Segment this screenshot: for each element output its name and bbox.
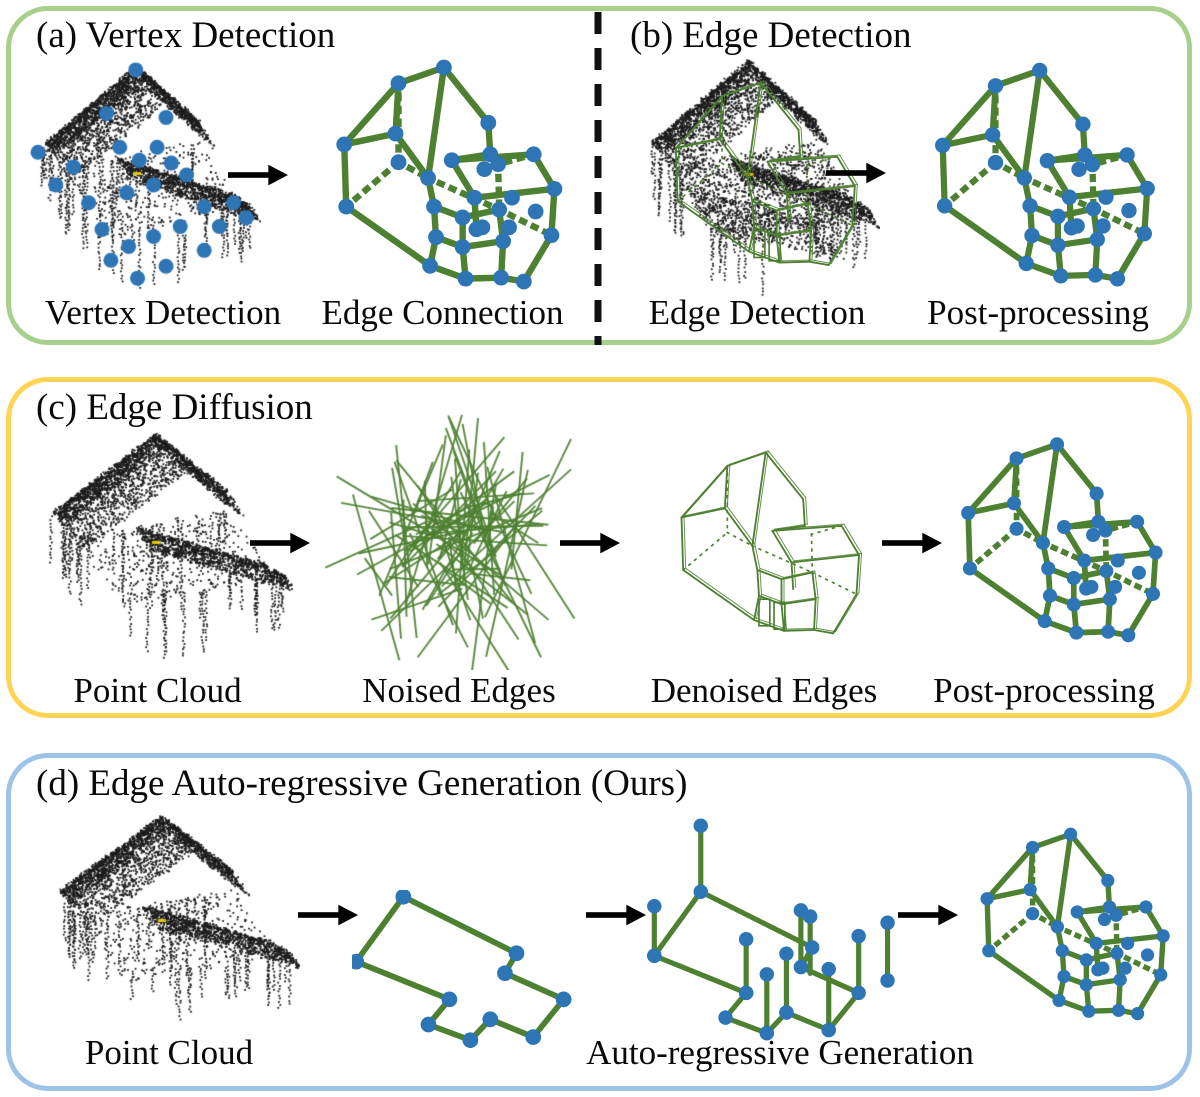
panel-d-title: (d) Edge Auto-regressive Generation (Our…	[36, 763, 688, 804]
caption-post-processing: Post-processing	[927, 293, 1149, 332]
noised-edges-image	[324, 414, 586, 670]
caption-noised-edges: Noised Edges	[362, 671, 556, 710]
flow-arrow-icon	[560, 532, 620, 554]
flow-arrow-icon	[898, 904, 958, 926]
caption-vertex-detection: Vertex Detection	[44, 293, 282, 332]
point-cloud-image	[34, 806, 302, 1038]
panel-divider-icon	[594, 12, 602, 345]
wireframe-house-image	[961, 437, 1163, 643]
flow-arrow-icon	[826, 162, 886, 184]
panel-c-title: (c) Edge Diffusion	[36, 387, 313, 428]
wireframe-house-image	[980, 827, 1170, 1021]
panel-a-title: (a) Vertex Detection	[36, 15, 336, 56]
edge-sketch-overlay	[674, 80, 858, 266]
caption-point-cloud: Point Cloud	[73, 671, 242, 710]
caption-point-cloud: Point Cloud	[84, 1033, 254, 1072]
flow-arrow-icon	[250, 532, 310, 554]
wireframe-house-image	[935, 62, 1155, 287]
footprint-polygon-image	[352, 890, 572, 1048]
caption-post-processing: Post-processing	[933, 671, 1155, 710]
caption-autoregressive-generation: Auto-regressive Generation	[586, 1033, 974, 1072]
caption-denoised-edges: Denoised Edges	[650, 671, 878, 710]
flow-arrow-icon	[298, 904, 358, 926]
wireframe-house-image	[336, 59, 563, 290]
flow-arrow-icon	[586, 904, 646, 926]
flow-arrow-icon	[882, 532, 942, 554]
flow-arrow-icon	[228, 164, 288, 186]
point-cloud-with-edges-image	[628, 50, 880, 302]
generation-posts-image	[647, 818, 895, 1041]
caption-edge-connection: Edge Connection	[321, 293, 564, 332]
denoised-edges-image	[680, 450, 862, 635]
panel-b-title: (b) Edge Detection	[630, 15, 912, 56]
point-cloud-with-vertices-image	[22, 56, 262, 294]
caption-edge-detection: Edge Detection	[648, 293, 866, 332]
